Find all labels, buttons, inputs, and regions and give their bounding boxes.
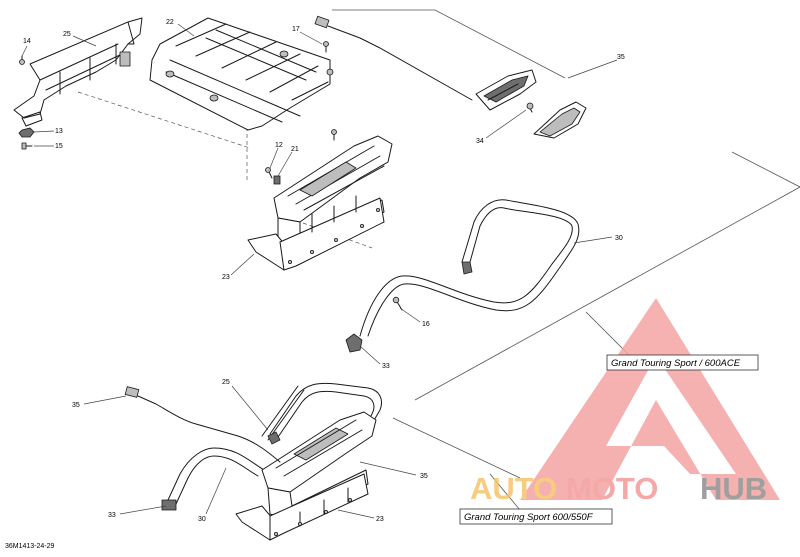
watermark-moto: MOTO <box>566 471 658 506</box>
part-23-rack-upper <box>247 135 393 271</box>
reference-code: 36M1413-24-29 <box>5 543 55 550</box>
callout-35-lower-right: 35 <box>420 473 428 480</box>
part-15-bolt <box>21 142 33 150</box>
part-21-clip <box>273 175 281 185</box>
part-25-upper-bracket <box>13 17 143 127</box>
callout-16: 16 <box>422 321 430 328</box>
part-12-bolt <box>265 167 273 179</box>
part-17-connector <box>314 15 473 101</box>
callout-30-upper: 30 <box>615 235 623 242</box>
part-23-rack-lower <box>235 411 377 541</box>
variant-label-600ace: Grand Touring Sport / 600ACE <box>611 358 741 369</box>
callout-25-upper: 25 <box>63 31 71 38</box>
callout-13: 13 <box>55 128 63 135</box>
watermark-hub: HUB <box>700 471 767 506</box>
watermark-auto: AUTO <box>470 471 557 506</box>
callout-22: 22 <box>166 19 174 26</box>
part-13-nut <box>18 127 35 138</box>
callout-33-upper: 33 <box>382 363 390 370</box>
callout-33-lower: 33 <box>108 512 116 519</box>
callout-34: 34 <box>476 138 484 145</box>
variant-frame-upper <box>332 9 800 401</box>
callout-12: 12 <box>275 142 283 149</box>
part-35-cable-lower <box>124 386 281 463</box>
variant-label-600-550f: Grand Touring Sport 600/550F <box>464 512 594 523</box>
variant-label-upper: Grand Touring Sport / 600ACE <box>606 354 759 371</box>
callout-30-lower: 30 <box>198 516 206 523</box>
callout-23-upper: 23 <box>222 274 230 281</box>
part-22-plate <box>149 17 334 131</box>
callout-21: 21 <box>291 146 299 153</box>
watermark-triangle <box>520 298 780 500</box>
callout-15: 15 <box>55 143 63 150</box>
callout-labels: 25 14 22 17 35 13 15 12 21 34 30 23 16 3… <box>23 19 625 523</box>
part-35-light-upper <box>475 69 537 111</box>
part-14-screw <box>19 55 25 65</box>
callout-25-lower: 25 <box>222 379 230 386</box>
part-30-bar-upper <box>359 199 580 337</box>
variant-label-lower: Grand Touring Sport 600/550F <box>459 508 613 525</box>
variant-frame-lower <box>392 417 521 479</box>
callout-35-upper: 35 <box>617 54 625 61</box>
part-30-bar-lower <box>161 382 382 511</box>
callout-14: 14 <box>23 38 31 45</box>
part-34-bulb <box>526 102 534 113</box>
callout-35-lower-left: 35 <box>72 402 80 409</box>
part-small-bolt <box>331 129 337 141</box>
callout-17: 17 <box>292 26 300 33</box>
watermark-logo: AUTO MOTO HUB <box>470 298 780 506</box>
callout-23-lower: 23 <box>376 516 384 523</box>
part-33-cap-upper <box>345 333 363 353</box>
part-25-lower-rail <box>261 385 305 445</box>
part-35-lens-upper <box>533 101 587 139</box>
